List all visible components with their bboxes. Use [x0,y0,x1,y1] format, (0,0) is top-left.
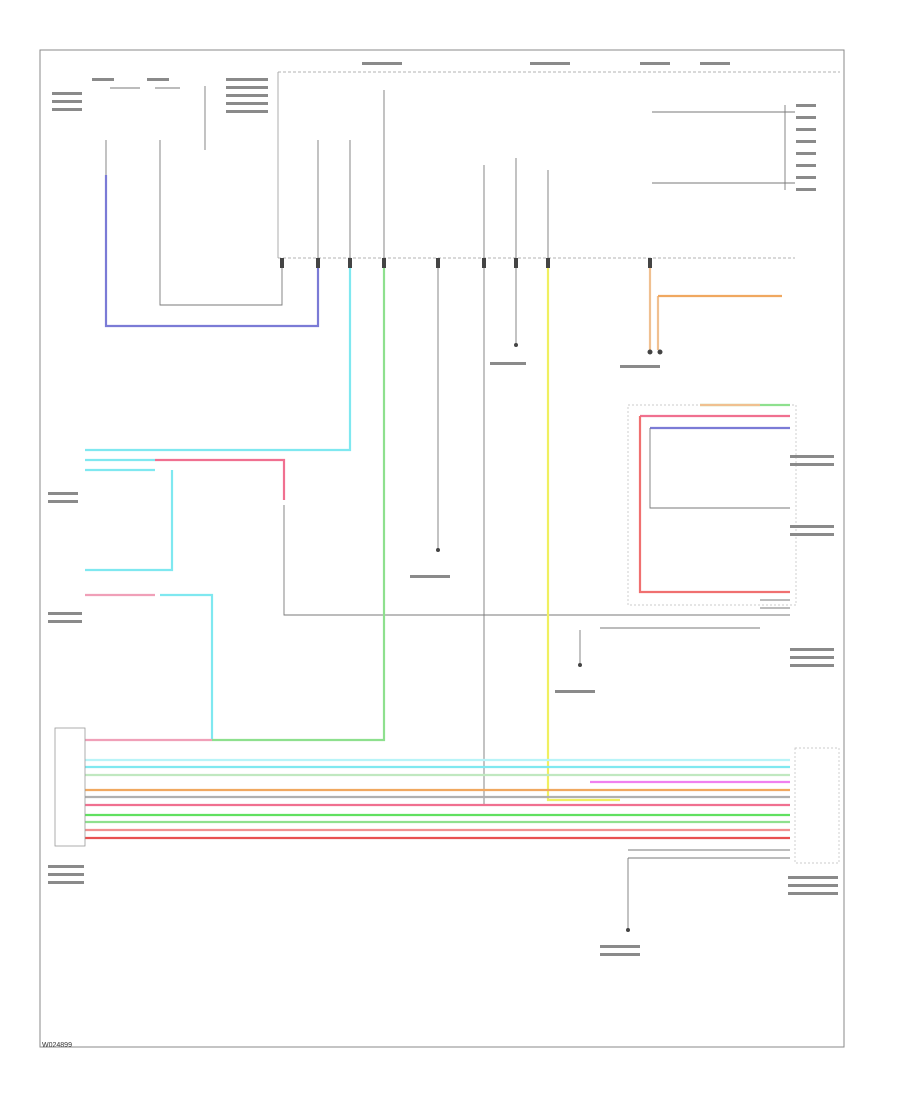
right-module-outline [627,404,797,606]
figure-id: W024899 [42,1042,72,1049]
right-wire-gray-loop [649,428,790,509]
junction-internal-lines [317,90,549,258]
wire-blue [104,175,320,328]
junction-right-bus [652,111,795,184]
wire-yellow [546,260,620,802]
bus-gray-stubs [628,849,790,859]
fuse-supply-stubs [110,86,206,150]
wire-pink [155,458,286,500]
fuse-drops [105,140,161,175]
wire-green [212,260,386,742]
connector-left-pins [85,448,155,472]
wire-gray-switch [283,505,790,616]
wire-gray-fuse [159,175,283,306]
wire-light-blue-3 [160,593,214,740]
left-ecu-box [54,727,86,847]
wire-light-blue-2 [85,470,174,572]
right-wire-stubs [760,599,790,609]
right-ecu-outline [794,747,840,864]
diagram-frame [39,49,845,1048]
wire-orange-drops [648,260,660,350]
junction-terminals [280,258,663,932]
right-wire-red-loop [638,416,790,594]
label-marks [48,62,838,956]
wire-light-blue-1 [155,260,352,452]
